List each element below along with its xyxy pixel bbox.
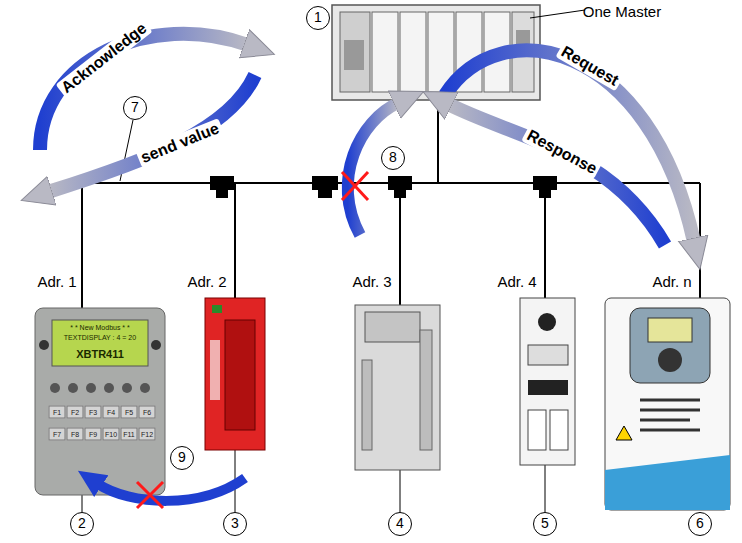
gateway-module — [355, 305, 440, 470]
leader-line — [530, 10, 585, 18]
callout-number: 7 — [123, 96, 147, 120]
address-label: Adr. 3 — [352, 274, 391, 291]
callout-number: 9 — [170, 446, 194, 470]
master-label: One Master — [583, 4, 661, 21]
function-key: F11 — [121, 428, 138, 441]
arrow-label: send value — [136, 118, 225, 168]
callout-number: 3 — [223, 512, 247, 536]
tap-connectors — [210, 176, 557, 198]
callout-number: 5 — [533, 512, 557, 536]
display-text: XBTR411 — [76, 348, 124, 360]
function-key: F4 — [103, 406, 120, 419]
text-display-terminal — [35, 308, 165, 495]
function-key: F9 — [85, 428, 102, 441]
callout-number: 4 — [388, 512, 412, 536]
io-module — [205, 298, 265, 450]
function-key: F5 — [121, 406, 138, 419]
function-key: F3 — [85, 406, 102, 419]
address-label: Adr. 2 — [187, 274, 226, 291]
callout-number: 6 — [688, 512, 712, 536]
function-key: F12 — [139, 428, 156, 441]
blocked-cross — [137, 172, 368, 508]
arrow-label: Request — [556, 41, 625, 91]
address-label: Adr. 4 — [497, 274, 536, 291]
display-text: TEXTDISPLAY : 4 = 20 — [64, 334, 136, 342]
function-key: F7 — [49, 428, 66, 441]
function-key: F10 — [103, 428, 120, 441]
variable-speed-drive — [605, 298, 730, 510]
callout-number: 2 — [70, 512, 94, 536]
function-key: F1 — [49, 406, 66, 419]
arrow-label: Acknowledge — [56, 17, 153, 98]
bus-wires — [82, 100, 700, 308]
flow-arrows — [40, 34, 694, 501]
address-label: Adr. 1 — [37, 274, 76, 291]
callout-number: 1 — [306, 6, 330, 30]
function-key: F8 — [67, 428, 84, 441]
function-key: F6 — [139, 406, 156, 419]
motor-starter — [520, 298, 575, 465]
address-label: Adr. n — [652, 274, 691, 291]
arrow-label: Response — [521, 125, 602, 179]
callout-number: 8 — [381, 146, 405, 170]
function-key: F2 — [67, 406, 84, 419]
display-text: * * New Modbus * * — [70, 324, 130, 332]
